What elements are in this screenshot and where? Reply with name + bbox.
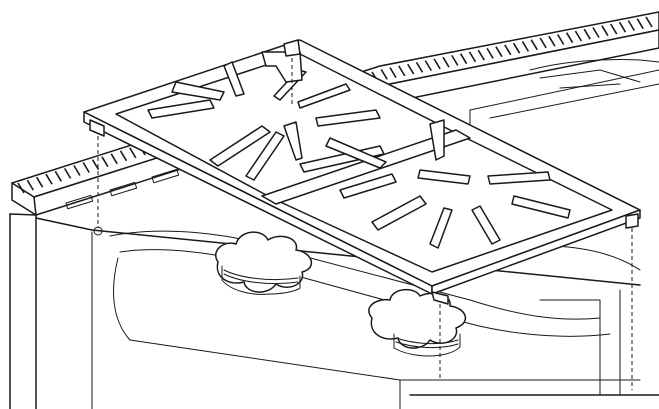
vent-slot bbox=[101, 156, 109, 168]
vent-slot bbox=[583, 28, 591, 40]
vent-slot bbox=[82, 162, 90, 173]
vent-slot bbox=[442, 56, 450, 68]
vent-slot bbox=[548, 35, 556, 47]
vent-slot bbox=[35, 176, 44, 188]
vent-slot bbox=[618, 21, 627, 33]
vent-slot bbox=[129, 147, 137, 159]
alignment-guides bbox=[97, 58, 633, 390]
vent-slot bbox=[110, 153, 118, 165]
burner-cap-left bbox=[215, 231, 313, 295]
vent-slot bbox=[601, 25, 609, 37]
vent-slot bbox=[565, 32, 574, 44]
vent-slot bbox=[407, 63, 415, 75]
vent-slot bbox=[512, 42, 521, 54]
vent-slot bbox=[495, 46, 503, 58]
vent-slot bbox=[380, 68, 388, 80]
vent-slot bbox=[73, 165, 81, 176]
right-burner bbox=[529, 58, 659, 89]
vent-slot bbox=[574, 30, 583, 42]
vent-slot bbox=[63, 167, 72, 179]
vent-slot bbox=[398, 65, 406, 77]
vent-slot bbox=[468, 51, 477, 63]
vent-slot bbox=[451, 54, 459, 66]
burner-cap-right bbox=[368, 288, 467, 357]
vent-slot bbox=[539, 37, 547, 49]
vent-slot bbox=[433, 58, 441, 70]
vent-slot bbox=[17, 182, 25, 194]
vent-slot bbox=[389, 67, 397, 79]
vent-slot bbox=[610, 23, 618, 35]
vent-slot bbox=[26, 179, 34, 191]
cast-iron-grate bbox=[83, 39, 641, 305]
vent-slot bbox=[45, 173, 53, 185]
vent-slot bbox=[477, 49, 485, 61]
vent-slot bbox=[459, 53, 468, 65]
vent-slot bbox=[530, 39, 538, 51]
vent-slot bbox=[645, 16, 653, 28]
vent-slot bbox=[54, 170, 62, 182]
vent-slot bbox=[424, 60, 432, 72]
vent-slot bbox=[557, 34, 565, 45]
vent-slot bbox=[486, 47, 494, 59]
vent-slot bbox=[636, 18, 644, 30]
vent-slot bbox=[415, 61, 424, 73]
vent-slot bbox=[504, 44, 512, 56]
vent-slot bbox=[521, 40, 530, 52]
vent-slot bbox=[592, 27, 600, 38]
vent-slot bbox=[119, 150, 128, 162]
vent-slot bbox=[627, 20, 635, 31]
